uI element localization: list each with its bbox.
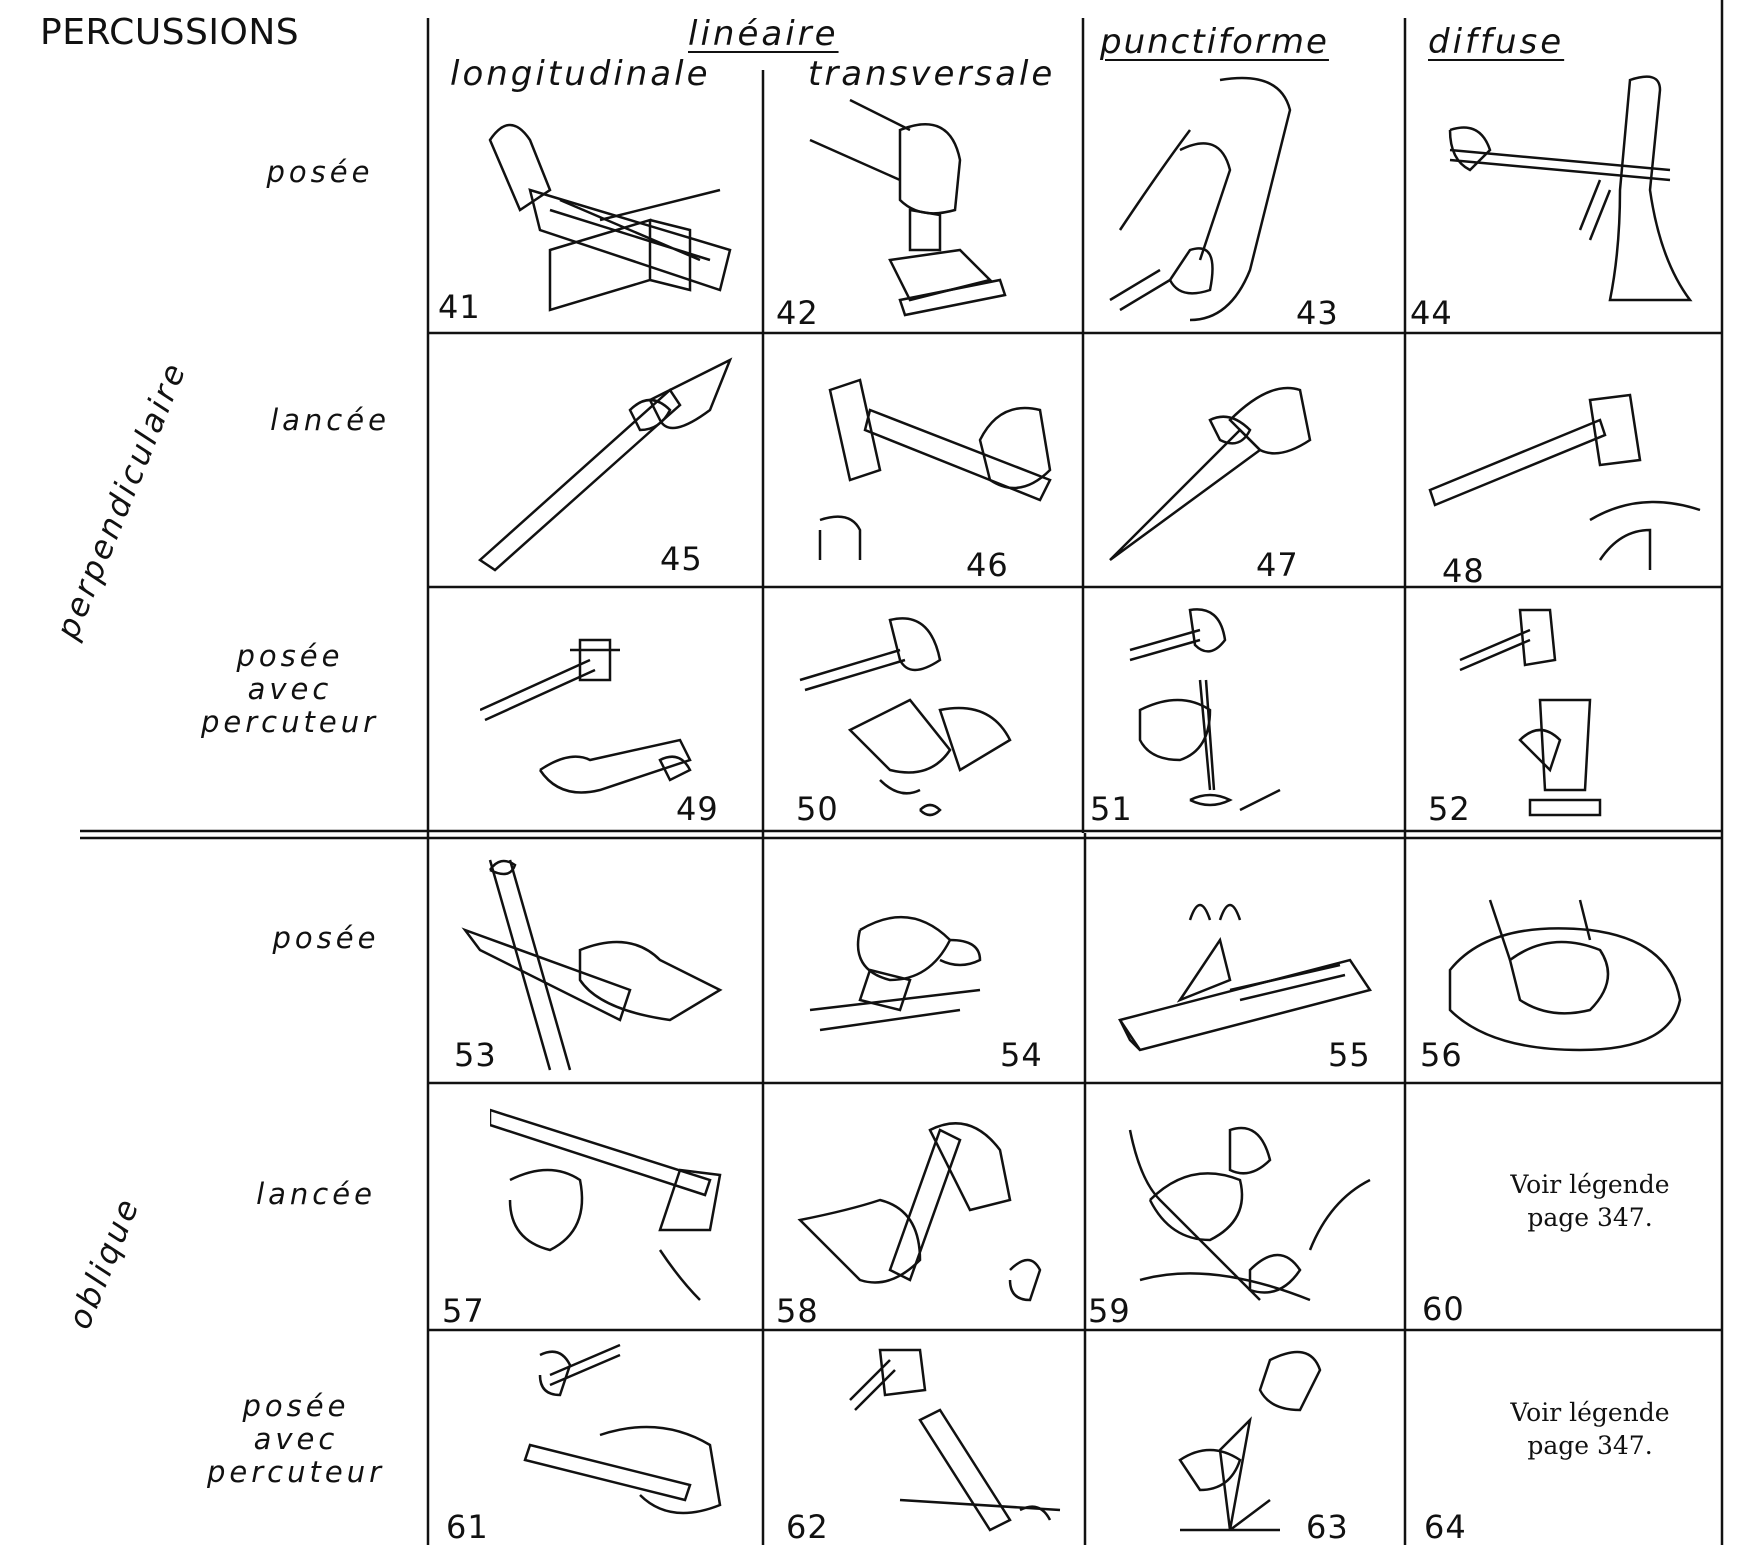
mallet-and-wedge-icon	[1178, 1350, 1322, 1532]
hands-on-grinding-stone-icon	[1448, 899, 1682, 1052]
hafted-adze-icon	[477, 357, 733, 572]
hand-with-hoe-icon	[797, 1122, 1042, 1302]
illustration-48	[1410, 380, 1710, 580]
cell-number: 62	[786, 1508, 829, 1546]
cell-number: 64	[1424, 1508, 1467, 1546]
hand-saw-on-block-icon	[488, 123, 732, 312]
hammer-and-held-tube-icon	[1459, 608, 1602, 817]
hammer-and-hands-splitting-icon	[799, 617, 1012, 817]
hand-with-stick-on-tree-icon	[1448, 75, 1693, 302]
row-label-perp-lancee: lancée	[270, 403, 390, 437]
hand-with-scraper-on-pole-icon	[461, 859, 723, 1071]
illustration-58	[790, 1110, 1060, 1320]
cell-number: 55	[1328, 1036, 1371, 1074]
cell-number: 46	[966, 546, 1009, 584]
illustration-52	[1430, 600, 1690, 820]
cell-number: 57	[442, 1292, 485, 1330]
column-header-punctiforme: punctiforme	[1100, 22, 1329, 62]
illustration-55	[1110, 880, 1380, 1070]
note-line: Voir légende	[1510, 1170, 1670, 1199]
row-label-obl-posee: posée	[272, 921, 380, 955]
row-label-perp-posee-avec-percuteur: posée avec percuteur	[170, 640, 410, 739]
illustration-49	[479, 600, 740, 820]
axe-and-log-icon	[488, 1108, 722, 1301]
hammer-on-object-icon	[1428, 393, 1701, 570]
illustration-63	[1170, 1340, 1350, 1540]
row-label-line: posée	[236, 639, 344, 673]
cell-number: 51	[1090, 790, 1133, 828]
row-label-obl-lancee: lancée	[256, 1177, 376, 1211]
note-line: Voir légende	[1510, 1398, 1670, 1427]
column-header-diffuse: diffuse	[1428, 22, 1565, 62]
illustration-44	[1430, 70, 1710, 330]
illustration-53	[460, 850, 750, 1080]
illustration-42	[790, 90, 1070, 330]
note-cell-60: Voir légende page 347.	[1480, 1168, 1700, 1234]
cell-number: 52	[1428, 790, 1471, 828]
illustration-45	[470, 350, 750, 580]
illustration-54	[800, 900, 1000, 1050]
row-label-perp-posee: posée	[266, 155, 374, 189]
cell-number: 54	[1000, 1036, 1043, 1074]
hand-with-leather-punch-icon	[1109, 76, 1292, 322]
cell-number: 41	[438, 288, 481, 326]
hoe-with-hand-and-plant-icon	[1128, 1126, 1371, 1302]
hand-with-hammer-icon	[818, 378, 1052, 560]
note-cell-64: Voir légende page 347.	[1480, 1396, 1700, 1462]
mallet-and-chisel-icon	[849, 1348, 1061, 1532]
illustration-50	[790, 600, 1060, 830]
column-header-longitudinale: longitudinale	[450, 54, 711, 94]
hand-on-plane-icon	[809, 915, 982, 1032]
illustration-62	[830, 1340, 1070, 1540]
fist-on-chisel-icon	[809, 98, 1007, 317]
cell-number: 63	[1306, 1508, 1349, 1546]
row-label-line: percuteur	[200, 705, 379, 739]
hammer-and-hand-with-file-icon	[523, 1343, 722, 1515]
column-header-lineaire: linéaire	[688, 14, 839, 54]
cell-number: 43	[1296, 294, 1339, 332]
illustration-51	[1110, 600, 1370, 820]
cell-number: 48	[1442, 552, 1485, 590]
cell-number: 50	[796, 790, 839, 828]
hammer-and-punch-icon	[1129, 608, 1281, 812]
cell-number: 53	[454, 1036, 497, 1074]
cell-number: 60	[1422, 1290, 1465, 1328]
illustration-46	[800, 360, 1070, 570]
cell-number: 47	[1256, 546, 1299, 584]
row-label-line: avec	[247, 672, 333, 706]
row-label-line: percuteur	[206, 1455, 385, 1489]
cell-number: 44	[1410, 294, 1453, 332]
cell-number: 49	[676, 790, 719, 828]
note-line: page 347.	[1527, 1431, 1653, 1460]
column-header-transversale: transversale	[808, 54, 1056, 94]
cell-number: 58	[776, 1292, 819, 1330]
illustration-43	[1100, 70, 1390, 330]
page-title: PERCUSSIONS	[40, 12, 300, 53]
hammer-and-hand-with-tool-icon	[479, 638, 692, 794]
row-label-obl-posee-avec-percuteur: posée avec percuteur	[176, 1390, 416, 1489]
grater-board-icon	[1117, 903, 1373, 1052]
illustration-47	[1100, 350, 1370, 580]
cell-number: 42	[776, 294, 819, 332]
illustration-56	[1430, 880, 1690, 1070]
illustration-41	[450, 100, 750, 330]
row-label-line: posée	[242, 1389, 350, 1423]
note-line: page 347.	[1527, 1203, 1653, 1232]
illustration-61	[520, 1335, 740, 1525]
cell-number: 56	[1420, 1036, 1463, 1074]
illustration-59	[1110, 1100, 1390, 1320]
fist-with-dagger-icon	[1109, 386, 1312, 562]
cell-number: 59	[1088, 1292, 1131, 1330]
cell-number: 61	[446, 1508, 489, 1546]
cell-number: 45	[660, 540, 703, 578]
row-label-line: avec	[253, 1422, 339, 1456]
illustration-57	[488, 1100, 740, 1320]
